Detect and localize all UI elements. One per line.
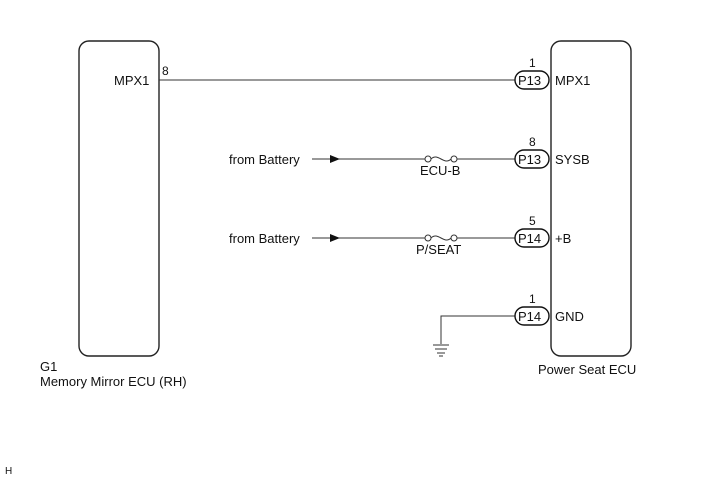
connector-pill — [514, 228, 550, 248]
arrow-icon — [330, 234, 340, 242]
right-terminal-pin: 1 — [529, 56, 536, 70]
fuse-pseat-terminal-left — [424, 234, 432, 242]
memory-mirror-ecu-box — [78, 40, 160, 357]
right-terminal-name: SYSB — [555, 152, 590, 167]
right-terminal-pin: 8 — [529, 135, 536, 149]
left-component-code: G1 — [40, 359, 58, 374]
left-terminal-name: MPX1 — [114, 73, 150, 88]
fuse-ecu-b-terminal-right — [450, 155, 458, 163]
right-terminal-name: GND — [555, 309, 584, 324]
right-terminal-pin: 5 — [529, 214, 536, 228]
right-component-name: Power Seat ECU — [538, 362, 637, 377]
arrow-icon — [330, 155, 340, 163]
connector-label: P13 — [518, 73, 542, 88]
connector-pill — [514, 306, 550, 326]
fuse-pseat-icon — [430, 235, 452, 241]
fuse-ecu-b-icon — [430, 156, 452, 162]
connector-label: P14 — [518, 309, 542, 324]
ground-icon — [433, 344, 449, 357]
connector-label: P14 — [518, 231, 542, 246]
fuse-label: ECU-B — [420, 163, 461, 178]
right-terminal-name: MPX1 — [555, 73, 591, 88]
right-terminal-pin: 1 — [529, 292, 536, 306]
power-seat-ecu-box — [550, 40, 632, 357]
fuse-label: P/SEAT — [416, 242, 462, 257]
connector-pill — [514, 149, 550, 169]
power-source-label: from Battery — [229, 152, 300, 167]
connector-pill — [514, 70, 550, 90]
power-source-label: from Battery — [229, 231, 300, 246]
left-terminal-pin: 8 — [162, 64, 169, 78]
connector-label: P13 — [518, 152, 542, 167]
fuse-pseat-terminal-right — [450, 234, 458, 242]
fuse-ecu-b-terminal-left — [424, 155, 432, 163]
gnd-wire — [440, 315, 515, 344]
right-terminal-name: +B — [555, 231, 572, 246]
left-component-name: Memory Mirror ECU (RH) — [40, 374, 187, 389]
footer-mark: H — [5, 466, 13, 477]
